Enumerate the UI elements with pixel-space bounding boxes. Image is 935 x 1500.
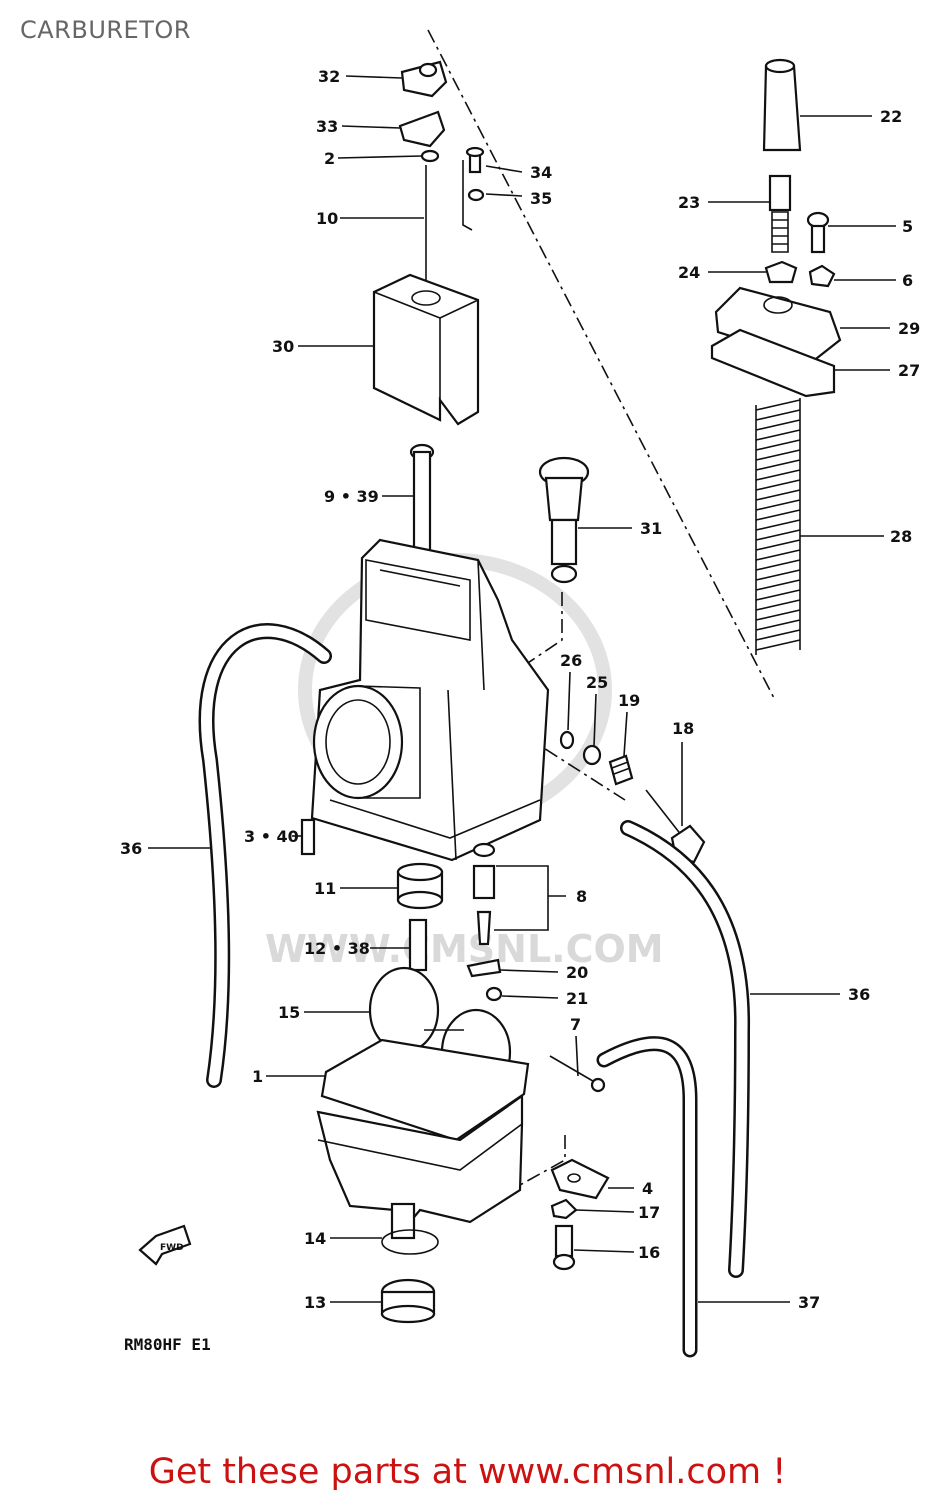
assembly-line-fuel [499,719,626,801]
promo-link[interactable]: Get these parts at www.cmsnl.com ! [148,1452,787,1492]
part-13-plug [380,1278,436,1324]
part-23-adjuster [768,174,792,253]
label-30: 30 [272,337,294,356]
label-22: 22 [880,107,902,126]
part-4-bracket [550,1158,610,1200]
part-2-clip [420,149,440,163]
part-11-cap [396,862,444,910]
part-37-hose [596,1036,698,1358]
part-9-main-jet [409,443,435,554]
label-28: 28 [890,527,912,546]
part-14-o-ring [381,1229,439,1255]
label-36-right: 36 [848,985,870,1004]
label-6: 6 [902,271,913,290]
model-code: RM80HF E1 [124,1335,211,1354]
label-32: 32 [318,67,340,86]
part-29-top-cover [714,286,842,364]
label-21: 21 [566,989,588,1008]
part-3-pilot-jet [300,818,316,856]
part-21-screw [485,986,503,1002]
label-27: 27 [898,361,920,380]
label-37: 37 [798,1293,820,1312]
carburetor-bell-mouth [312,684,421,800]
part-8-needle-valve [472,842,496,946]
label-2: 2 [324,149,335,168]
label-24: 24 [678,263,700,282]
front-arrow-label: FWD [160,1243,184,1253]
part-30-throttle-valve [372,273,480,426]
label-11: 11 [314,879,336,898]
label-7: 7 [570,1015,581,1034]
part-6-washer [808,264,836,288]
watermark-text: WWW.CMSNL.COM [265,927,664,971]
label-4: 4 [642,1179,653,1198]
part-20-float-pin-clip [466,958,502,978]
label-5: 5 [902,217,913,236]
part-32-cable-holder [400,60,448,98]
front-direction-arrow: FWD [138,1224,192,1266]
label-23: 23 [678,193,700,212]
part-36-hose-left [198,623,332,1088]
part-labels: 32 33 2 10 34 35 30 22 23 5 24 6 29 27 2… [120,67,920,1312]
label-1: 1 [252,1067,263,1086]
part-27-gasket [710,328,836,398]
part-22-cap-boot [762,58,802,152]
label-3-40: 3 • 40 [244,827,299,846]
label-17: 17 [638,1203,660,1222]
part-25-washer [582,744,602,766]
part-5-screw [806,211,830,254]
part-31-starter-plunger [538,456,590,584]
label-9-39: 9 • 39 [324,487,379,506]
assembly-line-slide [427,29,776,701]
label-33: 33 [316,117,338,136]
label-12-38: 12 • 38 [304,939,370,958]
part-19-spring [608,754,634,786]
part-36-hose-right [620,820,751,1278]
part-33-clip-plate [398,110,446,148]
leader-lines [148,75,896,1303]
float-chamber [316,1093,524,1240]
part-12-starter-jet [408,918,428,972]
part-35-washer [467,188,485,202]
part-16-screw [552,1224,576,1271]
part-1-gasket [320,1038,530,1142]
label-34: 34 [530,163,552,182]
label-15: 15 [278,1003,300,1022]
label-10: 10 [316,209,338,228]
label-29: 29 [898,319,920,338]
part-24-nut [764,260,798,284]
part-34-screw [465,146,485,174]
label-35: 35 [530,189,552,208]
page-title: CARBURETOR [20,16,191,44]
label-19: 19 [618,691,640,710]
label-14: 14 [304,1229,326,1248]
assembly-line-bracket [519,1135,566,1186]
label-16: 16 [638,1243,660,1262]
label-13: 13 [304,1293,326,1312]
label-31: 31 [640,519,662,538]
label-18: 18 [672,719,694,738]
part-26-o-ring [559,730,575,750]
label-36-left: 36 [120,839,142,858]
label-25: 25 [586,673,608,692]
part-17-washer [550,1198,578,1220]
part-7-bolt [549,1055,606,1093]
label-20: 20 [566,963,588,982]
part-28-spring [755,398,801,655]
label-26: 26 [560,651,582,670]
label-8: 8 [576,887,587,906]
